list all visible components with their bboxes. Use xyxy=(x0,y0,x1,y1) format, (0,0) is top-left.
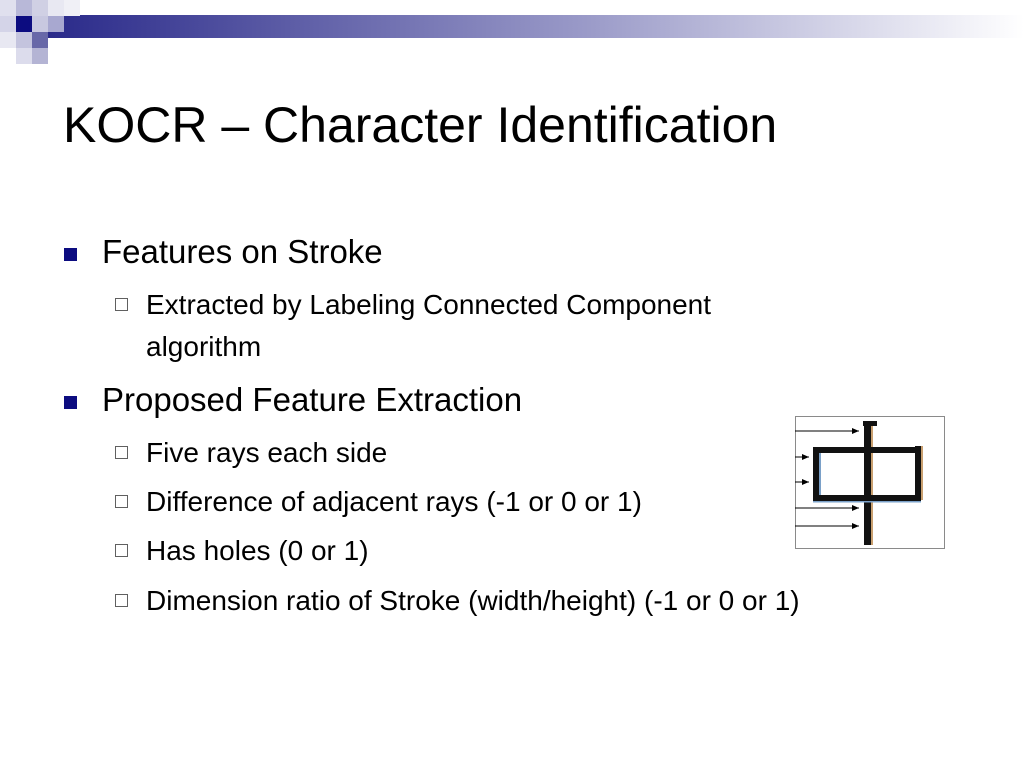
slide-title: KOCR – Character Identification xyxy=(63,97,778,153)
top-decorative-band xyxy=(0,0,1024,64)
bullet-features-on-stroke: Features on Stroke xyxy=(64,233,383,271)
sub-bullet-text: Dimension ratio of Stroke (width/height)… xyxy=(146,585,800,616)
sub-bullet-five-rays: Five rays each side xyxy=(115,432,388,474)
bullet-proposed-feature-extraction: Proposed Feature Extraction xyxy=(64,381,523,419)
hollow-square-bullet-icon xyxy=(115,594,128,607)
sub-bullet-text: Has holes (0 or 1) xyxy=(146,535,369,566)
sub-bullet-extracted-by-labeling: Extracted by Labeling Connected Componen… xyxy=(115,284,712,326)
bullet-text: Features on Stroke xyxy=(102,233,383,270)
ray-feature-extraction-diagram-icon xyxy=(795,416,945,549)
filled-square-bullet-icon xyxy=(64,248,77,261)
sub-bullet-text-line1: Extracted by Labeling Connected Componen… xyxy=(146,289,712,320)
hollow-square-bullet-icon xyxy=(115,544,128,557)
sub-bullet-text: Difference of adjacent rays (-1 or 0 or … xyxy=(146,486,642,517)
sub-bullet-has-holes: Has holes (0 or 1) xyxy=(115,530,369,572)
hollow-square-bullet-icon xyxy=(115,495,128,508)
filled-square-bullet-icon xyxy=(64,396,77,409)
sub-bullet-extracted-by-labeling-continuation: algorithm xyxy=(146,326,261,368)
sub-bullet-text-line2: algorithm xyxy=(146,331,262,362)
hollow-square-bullet-icon xyxy=(115,446,128,459)
hollow-square-bullet-icon xyxy=(115,298,128,311)
sub-bullet-difference-adjacent-rays: Difference of adjacent rays (-1 or 0 or … xyxy=(115,481,642,523)
sub-bullet-text: Five rays each side xyxy=(146,437,388,468)
bullet-text: Proposed Feature Extraction xyxy=(102,381,523,418)
sub-bullet-dimension-ratio: Dimension ratio of Stroke (width/height)… xyxy=(115,580,800,622)
